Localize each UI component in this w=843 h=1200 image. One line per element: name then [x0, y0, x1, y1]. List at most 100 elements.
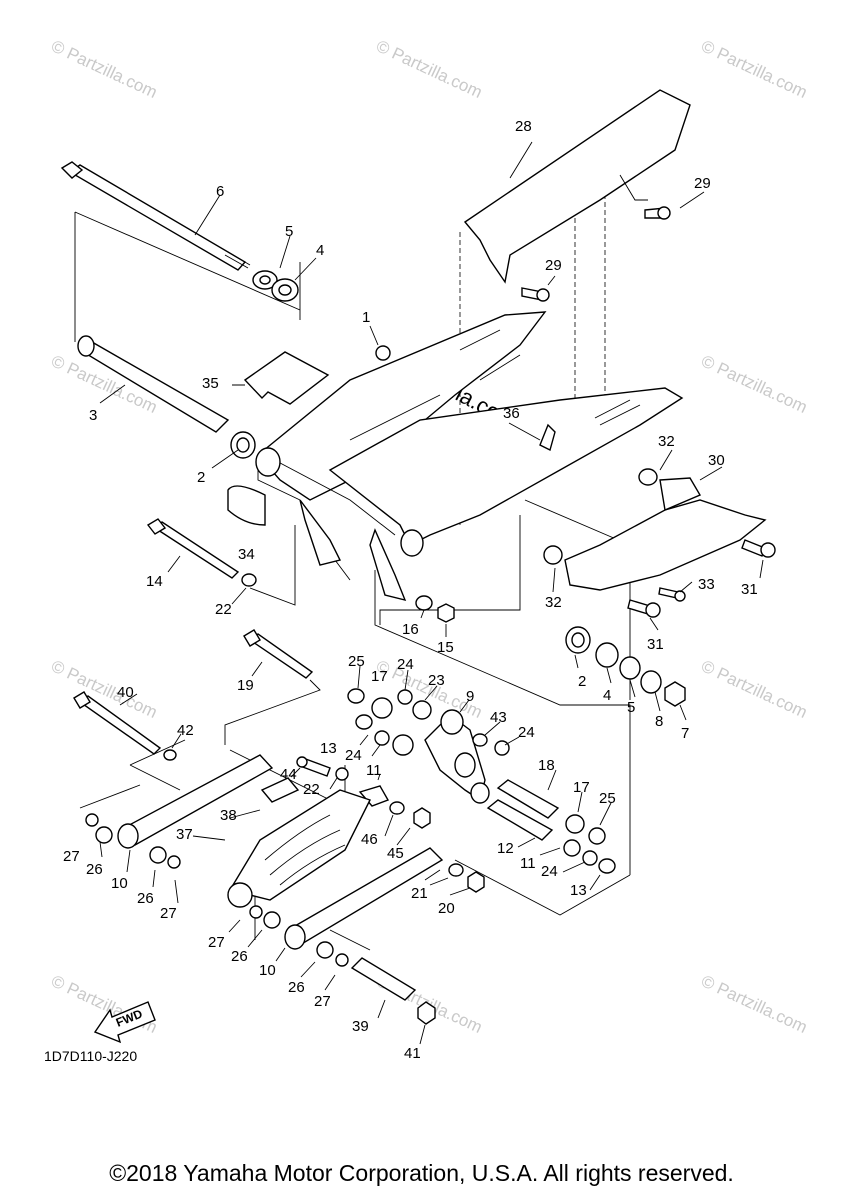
callout-27: 27 [63, 848, 80, 865]
case-bolt-right[interactable] [741, 539, 776, 558]
callout-17: 17 [573, 779, 590, 796]
chain-guard[interactable] [463, 89, 691, 284]
rear-shock[interactable] [227, 789, 371, 908]
callout-5: 5 [627, 699, 635, 716]
callout-22: 22 [215, 601, 232, 618]
case-screw[interactable] [658, 587, 686, 602]
collar-right[interactable] [595, 642, 619, 668]
callout-42: 42 [177, 722, 194, 739]
pivot-nut[interactable] [664, 681, 686, 707]
shock-bolt[interactable] [296, 756, 331, 777]
shock-label[interactable] [260, 777, 300, 803]
callout-13: 13 [570, 882, 587, 899]
callout-15: 15 [437, 639, 454, 656]
pivot-washer[interactable] [252, 270, 278, 290]
callout-14: 14 [146, 573, 163, 590]
callout-24: 24 [397, 656, 414, 673]
callout-43: 43 [490, 709, 507, 726]
nut-15[interactable] [437, 603, 455, 623]
callout-37: 37 [176, 826, 193, 843]
bracket[interactable] [539, 423, 556, 452]
pivot-cover[interactable] [227, 485, 266, 526]
pivot-bolt[interactable] [60, 161, 251, 271]
callout-28: 28 [515, 118, 532, 135]
relay-collar-18[interactable] [496, 779, 560, 819]
callout-17: 17 [371, 668, 388, 685]
callout-38: 38 [220, 807, 237, 824]
callout-40: 40 [117, 684, 134, 701]
callout-8: 8 [655, 713, 663, 730]
washer-21[interactable] [448, 863, 464, 877]
callout-35: 35 [202, 375, 219, 392]
washers-27[interactable] [85, 813, 349, 967]
watermark: © Partzilla.com [373, 36, 485, 102]
callout-31: 31 [741, 581, 758, 598]
collar-46[interactable] [389, 801, 405, 815]
case-collar-lower[interactable] [543, 545, 563, 565]
callout-25: 25 [599, 790, 616, 807]
watermark: © Partzilla.com [698, 36, 810, 102]
link-bolt[interactable] [243, 629, 314, 679]
callout-10: 10 [111, 875, 128, 892]
washer-upper[interactable] [241, 573, 257, 587]
pivot-collar[interactable] [271, 278, 299, 302]
callout-20: 20 [438, 900, 455, 917]
watermark: © Partzilla.com [698, 971, 810, 1037]
watermark: © Partzilla.com [48, 36, 160, 102]
connecting-rod-upper[interactable] [117, 754, 274, 849]
callout-9: 9 [466, 688, 474, 705]
copyright-notice: ©2018 Yamaha Motor Corporation, U.S.A. A… [109, 1160, 734, 1186]
case-bolt-lower[interactable] [627, 599, 661, 618]
washer-42[interactable] [163, 749, 177, 761]
plate[interactable] [243, 351, 330, 405]
guard-bolt-upper[interactable] [644, 206, 671, 220]
callout-22: 22 [303, 781, 320, 798]
callout-labels: 1 2 2 3 4 4 5 5 6 7 8 9 10 10 11 11 12 1… [63, 118, 758, 1062]
callout-45: 45 [387, 845, 404, 862]
callout-31: 31 [647, 636, 664, 653]
callout-7: 7 [681, 725, 689, 742]
bracket-bolt[interactable] [146, 518, 240, 579]
guard-bolt-lower[interactable] [521, 287, 550, 302]
watermark: © Partzilla.com [698, 656, 810, 722]
case-collar-upper[interactable] [638, 468, 658, 486]
callout-29: 29 [694, 175, 711, 192]
collar-16[interactable] [415, 595, 433, 611]
washer-lower[interactable] [335, 767, 349, 781]
lower-bushing-set[interactable] [563, 814, 616, 874]
callout-23: 23 [428, 672, 445, 689]
callout-25: 25 [348, 653, 365, 670]
callout-11: 11 [366, 762, 382, 779]
callout-6: 6 [216, 183, 224, 200]
nut-20[interactable] [467, 871, 485, 893]
callout-11: 11 [520, 855, 536, 872]
callout-39: 39 [352, 1018, 369, 1035]
callout-32: 32 [545, 594, 562, 611]
callout-32: 32 [658, 433, 675, 450]
nut-45[interactable] [413, 807, 431, 829]
callout-16: 16 [402, 621, 419, 638]
pivot-shaft[interactable] [77, 335, 230, 433]
washer-8[interactable] [640, 670, 662, 694]
chain-case[interactable] [564, 477, 767, 591]
rod-bolt[interactable] [73, 691, 162, 755]
bushings-26[interactable] [95, 826, 334, 959]
callout-1: 1 [362, 309, 370, 326]
relay-arm[interactable] [424, 709, 490, 804]
swingarm[interactable] [255, 311, 684, 602]
callout-10: 10 [259, 962, 276, 979]
bearing-right[interactable] [565, 626, 591, 654]
callout-24: 24 [518, 724, 535, 741]
callout-36: 36 [503, 405, 520, 422]
upper-bushing-set[interactable] [347, 688, 510, 756]
collar-39[interactable] [350, 957, 417, 1001]
washer-right[interactable] [619, 656, 641, 680]
connecting-rod-lower[interactable] [284, 847, 444, 950]
nut-41[interactable] [417, 1001, 436, 1025]
callout-18: 18 [538, 757, 555, 774]
relay-collar-12[interactable] [486, 799, 554, 841]
callout-19: 19 [237, 677, 254, 694]
callout-27: 27 [314, 993, 331, 1010]
bearing-left[interactable] [230, 431, 256, 459]
